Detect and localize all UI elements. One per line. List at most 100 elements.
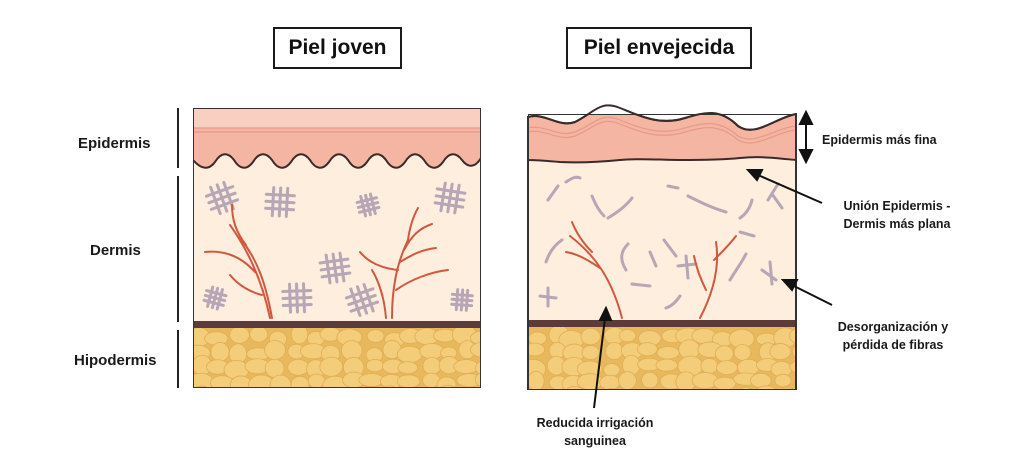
fat-cell [794,378,796,388]
annotation-blood-line1: Reducida irrigación [536,416,654,430]
aged-top-mask [526,98,798,114]
fat-cell [774,373,792,388]
fat-cell [267,390,287,403]
fat-cell [714,345,734,362]
annotation-flat-junction-line2: Dermis más plana [843,217,951,231]
fat-cell [656,346,680,360]
fat-cell [580,327,601,346]
fat-cell [194,385,210,388]
fat-cell [396,345,423,364]
collagen-mesh [344,282,380,318]
young-membrane [193,321,481,328]
annotation-arrows [593,109,833,409]
fat-cell [605,342,624,360]
fat-cell [700,357,719,374]
fat-cell [604,388,619,390]
fat-cell [397,391,421,403]
fat-cell [287,358,310,376]
fat-cell [733,344,752,361]
fat-cell [599,374,621,390]
young-fat-cells [193,324,495,408]
fat-cell [789,328,796,344]
annotation-blood-line2: sanguinea [564,434,626,448]
fat-cell [470,330,481,346]
fat-cell [302,389,326,406]
fat-cell [722,389,735,390]
title-aged-skin: Piel envejecida [566,27,752,69]
fat-cell [438,385,457,388]
fat-cell [754,385,778,390]
fat-cell [365,359,384,373]
fat-cell [474,372,481,388]
fat-cell [565,386,585,390]
fat-cell [327,386,337,388]
fat-cell [436,376,457,388]
fat-cell [269,374,292,388]
fat-cell [264,340,286,360]
fat-cell [209,389,234,403]
fat-cell [475,360,481,376]
title-young-skin: Piel joven [273,27,402,69]
fat-cell [360,386,379,388]
blood-arrow [593,317,606,409]
fat-cell [245,389,263,408]
fat-cell [290,375,310,388]
fat-cell [225,390,246,404]
fat-cell [664,389,673,390]
fat-cell [264,358,285,378]
young-blood-vessels [204,204,449,319]
fat-cell [397,361,418,375]
fat-cell [466,387,469,388]
fat-cell [469,341,481,358]
young-collagen-fibers [202,180,474,318]
annotation-flat-junction: Unión Epidermis - Dermis más plana [822,197,972,233]
fat-cell [422,356,442,375]
collagen-mesh [264,186,296,218]
collagen-mesh [450,288,474,312]
annotation-fiber-loss: Desorganización y pérdida de fibras [818,318,968,354]
aged-fat-cells [528,324,796,409]
label-dermis: Dermis [90,242,141,259]
fat-cell [529,391,546,407]
annotation-blood-supply: Reducida irrigación sanguinea [515,414,675,450]
fat-cell [641,371,659,389]
fat-cell [366,329,385,343]
fat-cell [453,359,479,374]
fat-cell [548,392,569,404]
fat-cell [655,358,678,372]
fat-cell [618,371,637,390]
junction-arrow [757,174,823,204]
aged-fragmented-fibers [538,175,784,310]
label-hypodermis: Hipodermis [74,352,157,369]
fat-cell [713,376,737,390]
fat-cell [581,345,600,360]
fat-cell [619,393,644,406]
fat-cell [789,360,796,373]
collagen-mesh [281,282,313,314]
fat-cell [210,342,230,362]
aged-surface-line [527,104,797,131]
aged-membrane [528,320,796,327]
fat-cell [770,390,790,409]
annotation-thin-epidermis: Epidermis más fina [822,133,937,147]
fat-cell [456,373,481,388]
annotation-fiber-loss-line1: Desorganización y [837,320,949,334]
fat-cell [699,388,716,390]
aged-blood-vessels [565,221,737,319]
annotation-fiber-loss-line2: pérdida de fibras [842,338,944,352]
young-dermis [193,150,481,322]
fat-cell [716,360,738,376]
fat-cell [470,392,495,407]
fat-cell [528,370,545,390]
fat-cell [419,343,445,360]
annotation-flat-junction-line1: Unión Epidermis - [843,199,951,213]
fat-cell [381,385,398,388]
fiber-arrow [791,284,833,306]
collagen-mesh [204,180,240,216]
collagen-mesh [355,192,381,218]
label-epidermis: Epidermis [78,135,151,152]
young-epidermis-top [193,108,481,128]
fat-cell [738,387,754,390]
young-skin-block [193,108,495,408]
fat-cell [528,331,547,346]
